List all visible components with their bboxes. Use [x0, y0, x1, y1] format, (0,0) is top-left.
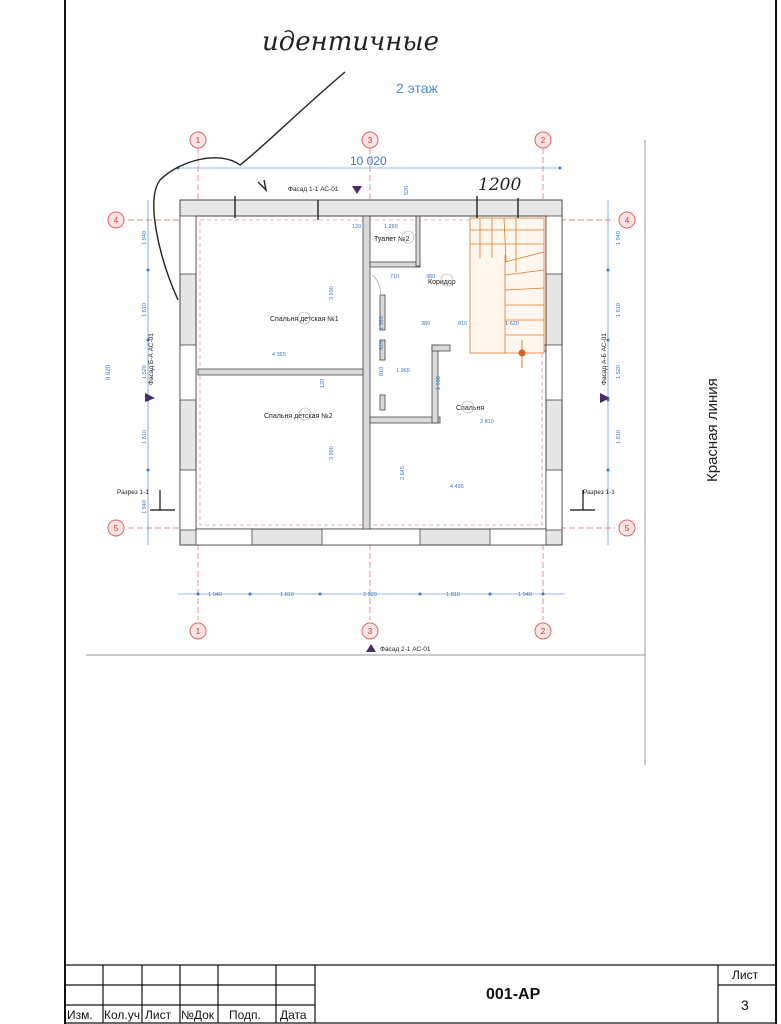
dim-inner-810b: 810 [379, 367, 385, 376]
dim-inner-4365: 4 365 [272, 352, 286, 358]
axis-top-2: 2 [541, 136, 546, 145]
axis-bottom-1: 1 [196, 627, 201, 636]
facade-label-bottom: Фасад 2-1 АС-01 [380, 646, 431, 653]
tb-header-data: Дата [280, 1008, 307, 1022]
dim-inner-1965: 1 965 [396, 368, 410, 374]
dim-inner-710: 710 [390, 274, 399, 280]
dim-inner-2645: 2 645 [400, 466, 406, 480]
sheet-label: Лист [732, 968, 759, 982]
dim-inner-3930: 3 930 [329, 286, 335, 300]
dim-left-3: 1 520 [142, 365, 148, 379]
handwritten-dimension: 1200 [478, 175, 521, 195]
dim-inner-1930: 1 930 [436, 376, 442, 390]
dim-inner-810c: 810 [458, 321, 467, 327]
dim-right-3: 1 520 [616, 365, 622, 379]
floor-plan-drawing: идентичные 1200 2 этаж 10 020 9 920 1 3 … [86, 27, 721, 765]
axis-bottom-2: 2 [541, 627, 546, 636]
dim-left-1: 1 940 [142, 231, 148, 245]
sheet-frame-left [64, 0, 66, 1024]
floor-title: 2 этаж [396, 80, 439, 96]
dim-right-2: 1 810 [616, 303, 622, 317]
axis-top-1: 1 [196, 136, 201, 145]
dim-bottom-1: 1 940 [208, 592, 222, 598]
axis-bottom-3: 3 [368, 627, 373, 636]
title-block-lines [65, 964, 776, 1024]
room-label-bedroom1: Спальня детская №1 [270, 316, 339, 323]
axis-top-3: 3 [368, 136, 373, 145]
overall-height-dimension: 9 920 [106, 364, 112, 380]
dim-inner-120b: 120 [320, 379, 326, 388]
dim-bottom-2: 1 810 [280, 592, 294, 598]
dim-inner-1363: 1 363 [379, 316, 385, 330]
dim-inner-380a: 380 [421, 321, 430, 327]
dim-inner-4495: 4 495 [450, 484, 464, 490]
dim-inner-380b: 380 [426, 274, 435, 280]
axis-right-4: 4 [625, 216, 630, 225]
dim-inner-3900: 3 900 [329, 446, 335, 460]
dim-right-1: 1 940 [616, 231, 622, 245]
room-label-bedroom: Спальня [456, 405, 484, 412]
tb-header-doc: №Док [181, 1008, 215, 1022]
section-label-left: Разрез 1-1 [117, 489, 149, 496]
axis-left-4: 4 [114, 216, 119, 225]
dim-bottom-3: 2 520 [363, 592, 377, 598]
room-label-corridor: Коридор [428, 279, 456, 286]
facade-label-left: Фасад Б-А АС-01 [148, 333, 155, 385]
red-line-label: Красная линия [704, 378, 721, 482]
facade-label-top: Фасад 1-1 АС-01 [288, 186, 339, 193]
doc-code: 001-АР [486, 986, 541, 1003]
room-label-toilet: Туалет №2 [374, 236, 410, 243]
dim-inner-1260: 1 260 [384, 224, 398, 230]
axis-right-5: 5 [625, 524, 630, 533]
tb-header-list: Лист [145, 1008, 172, 1022]
handwritten-note: идентичные [262, 27, 439, 57]
dim-inner-810a: 810 [379, 341, 385, 350]
sheet-frame-right [775, 0, 777, 1024]
tb-header-podp: Подп. [229, 1008, 261, 1022]
sheet-number: 3 [741, 997, 749, 1013]
dim-bottom-5: 1 940 [518, 592, 532, 598]
dim-inner-520: 520 [404, 186, 410, 195]
dim-left-5: 1 940 [142, 500, 148, 514]
dim-bottom-4: 1 810 [446, 592, 460, 598]
tb-header-izm: Изм. [67, 1008, 93, 1022]
dim-inner-2810: 2 810 [480, 419, 494, 425]
dim-left-4: 1 810 [142, 430, 148, 444]
dim-inner-1620: 1 620 [505, 321, 519, 327]
axis-left-5: 5 [114, 524, 119, 533]
tb-header-kol: Кол.уч [104, 1008, 140, 1022]
dim-left-2: 1 810 [142, 303, 148, 317]
section-label-right: Разрез 1-1 [583, 489, 615, 496]
facade-label-right: Фасад А-Б АС-01 [601, 333, 608, 385]
overall-width-dimension: 10 020 [350, 154, 387, 168]
dim-right-4: 1 810 [616, 430, 622, 444]
dim-inner-120a: 120 [352, 224, 361, 230]
room-label-bedroom2: Спальня детская №2 [264, 413, 333, 420]
